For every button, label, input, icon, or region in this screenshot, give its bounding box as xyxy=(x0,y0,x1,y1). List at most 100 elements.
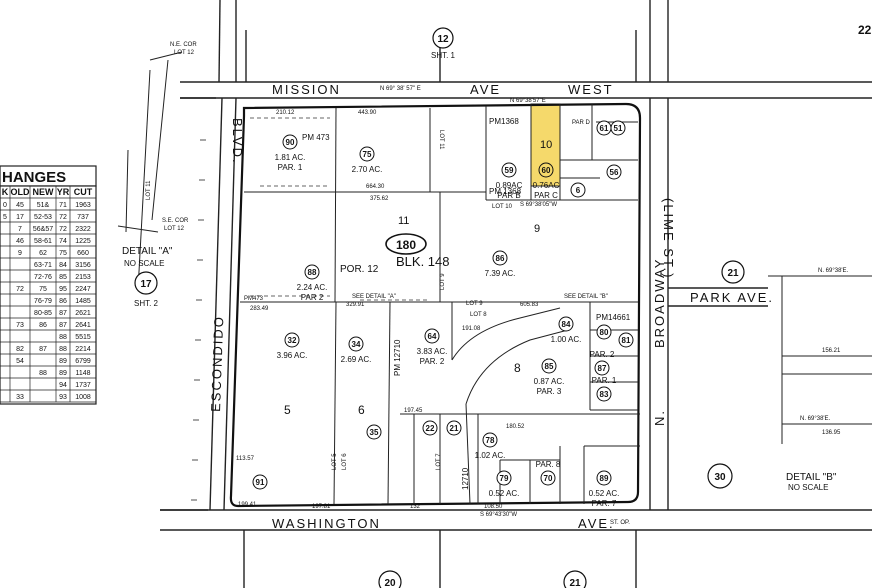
table-cell: 75 xyxy=(59,250,67,257)
parcel-35[interactable]: 35 xyxy=(366,424,382,440)
book-oval xyxy=(385,233,427,255)
dim-15: 283.49 xyxy=(250,306,269,312)
parcel-number: 85 xyxy=(545,362,554,371)
dim-3: 664.30 xyxy=(366,184,385,190)
table-header-cell: K xyxy=(2,187,9,197)
table-cell: 56&57 xyxy=(33,226,53,233)
page-number: 22 xyxy=(858,23,872,37)
parcel-79[interactable]: 790.52 AC. xyxy=(489,470,520,498)
dim-5: 329.91 xyxy=(346,302,365,308)
parcel-6[interactable]: 6 xyxy=(570,182,586,198)
street-lines xyxy=(160,0,872,588)
parcel-89[interactable]: 890.52 AC.PAR. 7 xyxy=(589,470,620,508)
lot-6-label: LOT 6 xyxy=(342,453,348,470)
table-cell: 1008 xyxy=(75,394,91,401)
parcel-22[interactable]: 22 xyxy=(422,420,438,436)
park-dim: 156.21 xyxy=(822,348,841,354)
book-number: 180 xyxy=(396,238,416,252)
parcel-number: 91 xyxy=(256,478,265,487)
parcel-sub-label: PAR. 3 xyxy=(537,387,562,396)
table-cell: 54 xyxy=(16,358,24,365)
parcel-number: 87 xyxy=(598,364,607,373)
parcel-circle xyxy=(540,470,556,486)
parcel-32[interactable]: 323.96 AC. xyxy=(277,332,308,360)
table-cell: 46 xyxy=(16,238,24,245)
table-header-cell: OLD xyxy=(11,187,30,197)
parcel-84[interactable]: 841.00 AC. xyxy=(551,316,582,344)
table-cell: 88 xyxy=(39,370,47,377)
parcel-64[interactable]: 643.83 AC.PAR. 2 xyxy=(417,328,448,366)
dim-4: 375.62 xyxy=(370,196,389,202)
lot-num-5: 5 xyxy=(284,403,291,417)
table-cell: 72 xyxy=(16,286,24,293)
street-escondido: ESCONDIDO xyxy=(208,315,226,412)
table-cell: 5 xyxy=(3,214,7,221)
parcel-number: 22 xyxy=(426,424,435,433)
table-cell: 737 xyxy=(77,214,89,221)
parcel-34[interactable]: 342.69 AC. xyxy=(341,336,372,364)
table-cell: 9 xyxy=(18,250,22,257)
parcel-88[interactable]: 882.24 AC.PAR 2 xyxy=(297,264,328,302)
table-cell: 1737 xyxy=(75,382,91,389)
detail-a-title: DETAIL "A" xyxy=(122,246,173,257)
table-cell: 95 xyxy=(59,286,67,293)
table-cell: 2322 xyxy=(75,226,91,233)
parcel-51[interactable]: 51 xyxy=(610,120,626,136)
parcel-sub-label: PAR. 2 xyxy=(420,357,445,366)
ne-lot12: LOT 12 xyxy=(174,50,195,56)
table-cell: 0 xyxy=(3,202,7,209)
parcel-81[interactable]: 81 xyxy=(618,332,634,348)
parcel-85[interactable]: 850.87 AC.PAR. 3 xyxy=(534,358,565,396)
parcel-circle xyxy=(596,386,612,402)
parcel-acreage: 0.76AC xyxy=(533,181,560,190)
parcel-acreage: 2.24 AC. xyxy=(297,283,328,292)
parcel-number: 61 xyxy=(600,124,609,133)
parcel-91[interactable]: 91 xyxy=(252,474,268,490)
pm12710-b: 12710 xyxy=(461,467,470,490)
parcel-75[interactable]: 752.70 AC. xyxy=(352,146,383,174)
parcel-87[interactable]: 87 PAR. 2 xyxy=(590,350,615,376)
lot-5-label: LOT 5 xyxy=(332,453,338,470)
parcel-86[interactable]: 867.39 AC. xyxy=(485,250,516,278)
lot-10-label: LOT 10 xyxy=(492,204,513,210)
parcel-56[interactable]: 56 xyxy=(606,164,622,180)
table-cell: 87 xyxy=(59,310,67,317)
table-cell: 76-79 xyxy=(34,298,52,305)
parcel-sub-label: PAR. 7 xyxy=(592,499,617,508)
parcel-78[interactable]: 781.02 AC. xyxy=(475,432,506,460)
sheet-ref-20: 20 xyxy=(384,578,396,588)
sheet-ref-30: 30 xyxy=(714,472,726,483)
parcel-21[interactable]: 21 xyxy=(446,420,462,436)
st-op-label: ST. OP. xyxy=(610,520,630,526)
parcel-number: 75 xyxy=(363,150,372,159)
pm1368-a: PM1368 xyxy=(489,117,519,126)
lot-num-10: 10 xyxy=(540,139,552,151)
parcel-90[interactable]: 901.81 AC.PAR. 1PM 473 xyxy=(275,133,330,172)
table-cell: 88 xyxy=(59,334,67,341)
parcel-circle xyxy=(538,162,554,178)
parcel-acreage: 3.83 AC. xyxy=(417,347,448,356)
street-ticks xyxy=(191,139,206,501)
table-cell: 93 xyxy=(59,394,67,401)
parcel-80[interactable]: 80 xyxy=(596,324,612,340)
parcel-circle xyxy=(282,134,298,150)
dim-bottom-bearing: S 69°43'30"W xyxy=(480,512,517,518)
parcel-61[interactable]: 61 xyxy=(596,120,612,136)
parcel-number: 81 xyxy=(622,336,631,345)
parcel-circle xyxy=(570,182,586,198)
ne-cor: N.E. COR xyxy=(170,42,197,48)
table-cell: 88 xyxy=(59,346,67,353)
parcel-acreage: 3.96 AC. xyxy=(277,351,308,360)
dim-13: 199.41 xyxy=(238,502,257,508)
lot-11-vert: LOT 11 xyxy=(438,130,444,150)
table-cell: 51& xyxy=(37,202,50,209)
parcel-sub-label: PAR. 2 xyxy=(590,350,615,359)
parcel-circle xyxy=(284,332,300,348)
lot-num-6: 6 xyxy=(358,403,365,417)
detail-a-noscale: NO SCALE xyxy=(124,259,164,268)
parcel-number: 78 xyxy=(486,436,495,445)
